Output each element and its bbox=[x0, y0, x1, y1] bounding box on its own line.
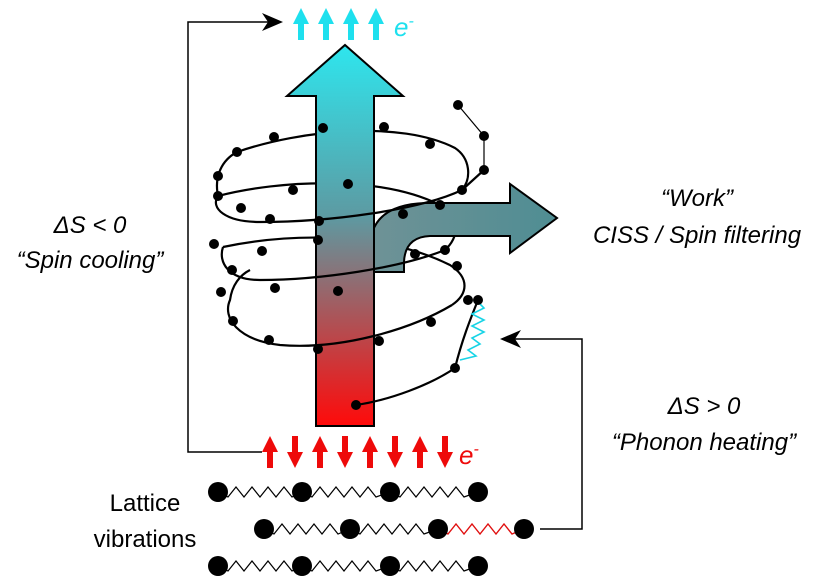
lattice-row-1 bbox=[208, 482, 488, 502]
lattice-row-3 bbox=[208, 556, 488, 576]
work-arrow bbox=[369, 182, 559, 273]
lattice-row-2 bbox=[254, 519, 534, 539]
cooling-entropy-label: ΔS < 0 bbox=[53, 212, 127, 239]
coupling-spring bbox=[459, 301, 486, 361]
lattice-label: Lattice bbox=[110, 490, 181, 517]
unpolarized-electrons bbox=[262, 436, 453, 468]
ciss-label: CISS / Spin filtering bbox=[593, 222, 802, 249]
vibrations-label: vibrations bbox=[94, 526, 197, 553]
heated-spring bbox=[437, 522, 525, 536]
spin-cooling-bracket bbox=[187, 13, 283, 453]
spin-filter-arrow bbox=[284, 43, 406, 427]
phonon-heating-label: “Phonon heating” bbox=[612, 429, 797, 456]
spin-polarized-electrons bbox=[293, 8, 384, 40]
heating-entropy-label: ΔS > 0 bbox=[667, 393, 741, 420]
spin-cooling-label: “Spin cooling” bbox=[17, 247, 165, 274]
mixed-spin-electron-label: e- bbox=[459, 440, 479, 470]
work-label: “Work” bbox=[661, 185, 734, 212]
helix-atoms bbox=[209, 100, 489, 410]
spin-up-electron-label: e- bbox=[394, 12, 414, 42]
phonon-heating-bracket bbox=[500, 330, 583, 530]
